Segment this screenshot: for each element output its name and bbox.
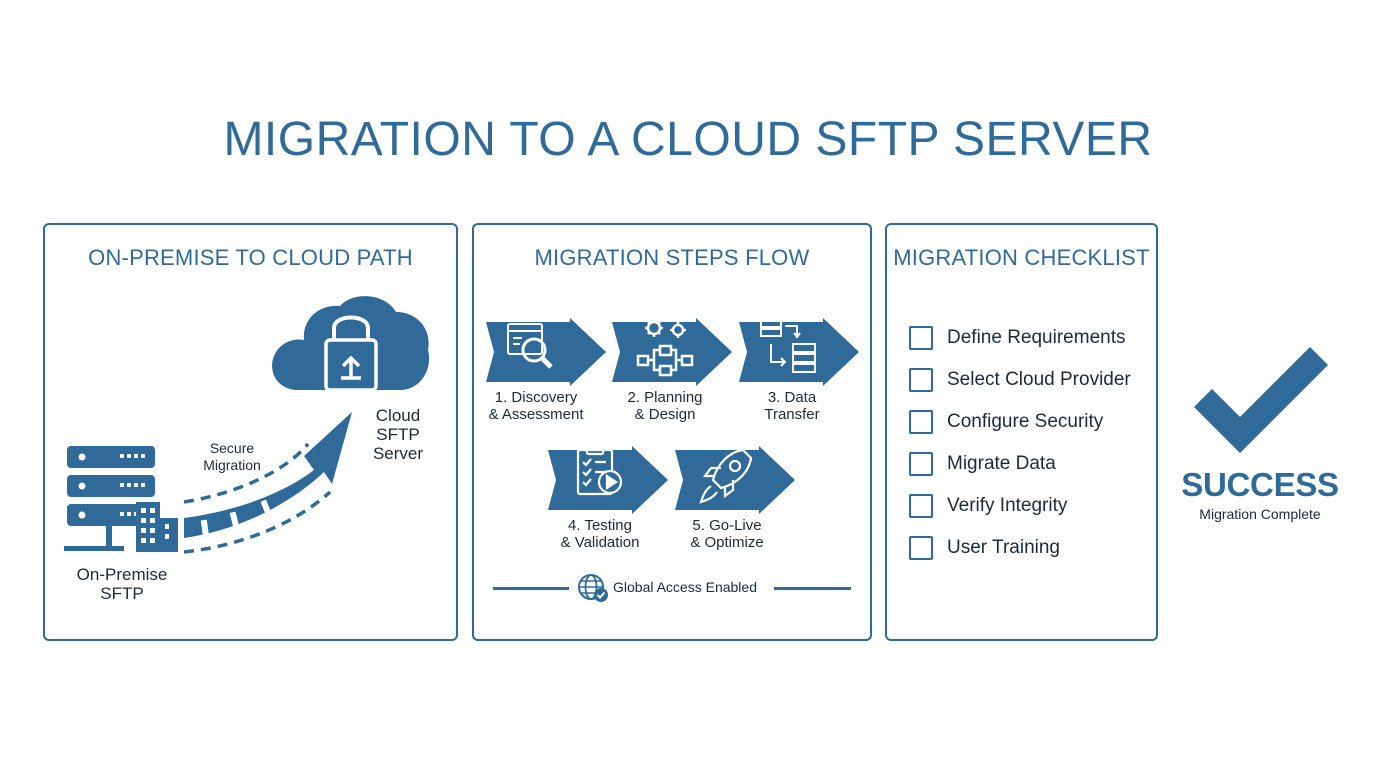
access-divider-right [774,587,851,590]
migration-checklist-panel: MIGRATION CHECKLIST Define Requirements … [885,223,1158,641]
checkbox[interactable] [909,536,933,560]
checklist-item-migrate-data[interactable]: Migrate Data [909,451,1056,477]
checkbox[interactable] [909,494,933,518]
building-icon [136,502,178,552]
checklist-item-select-cloud-provider[interactable]: Select Cloud Provider [909,367,1131,393]
gears-flowchart-icon [636,319,694,377]
access-divider-left [493,587,569,590]
step-arrow-1 [486,318,606,386]
step-label-2: 2. Planning& Design [627,389,703,423]
rocket-icon [699,448,753,504]
step-arrow-3 [739,318,859,386]
global-access-label: Global Access Enabled [613,579,757,595]
migration-steps-panel: MIGRATION STEPS FLOW [472,223,872,641]
checkbox[interactable] [909,410,933,434]
success-title: SUCCESS [1181,466,1339,503]
step-label-1: 1. Discovery& Assessment [488,389,584,423]
page-title: MIGRATION TO A CLOUD SFTP SERVER [223,113,1153,166]
checklist-item-verify-integrity[interactable]: Verify Integrity [909,493,1067,519]
on-premise-to-cloud-panel: ON-PREMISE TO CLOUD PATH [43,223,458,641]
checklist-item-define-requirements[interactable]: Define Requirements [909,325,1125,351]
magnifier-icon [507,323,553,369]
step-label-4: 4. Testing& Validation [560,517,640,551]
checklist-panel-title: MIGRATION CHECKLIST [893,245,1150,270]
secure-migration-label: Secure Migration [203,440,261,473]
cloud-label: Cloud SFTP Server [372,406,424,463]
step-arrow-2 [612,318,732,386]
step-arrow-5 [675,446,795,514]
globe-check-icon [578,574,608,602]
clipboard-play-icon [576,445,623,496]
checkbox[interactable] [909,326,933,350]
checklist-item-user-training[interactable]: User Training [909,535,1060,561]
server-rack-icon [64,446,155,551]
step-arrow-4 [548,445,668,514]
success-subtitle: Migration Complete [1199,506,1321,522]
checkmark-icon [1194,347,1328,453]
on-premise-label: On-Premise SFTP [76,565,168,603]
checkbox[interactable] [909,368,933,392]
cloud-lock-icon [272,296,430,392]
steps-panel-title: MIGRATION STEPS FLOW [534,245,810,270]
migration-arrow-icon [183,412,352,554]
path-panel-title: ON-PREMISE TO CLOUD PATH [88,245,413,270]
step-label-5: 5. Go-Live& Optimize [690,517,764,551]
checklist-item-configure-security[interactable]: Configure Security [909,409,1103,435]
data-transfer-icon [760,319,816,373]
checkbox[interactable] [909,452,933,476]
